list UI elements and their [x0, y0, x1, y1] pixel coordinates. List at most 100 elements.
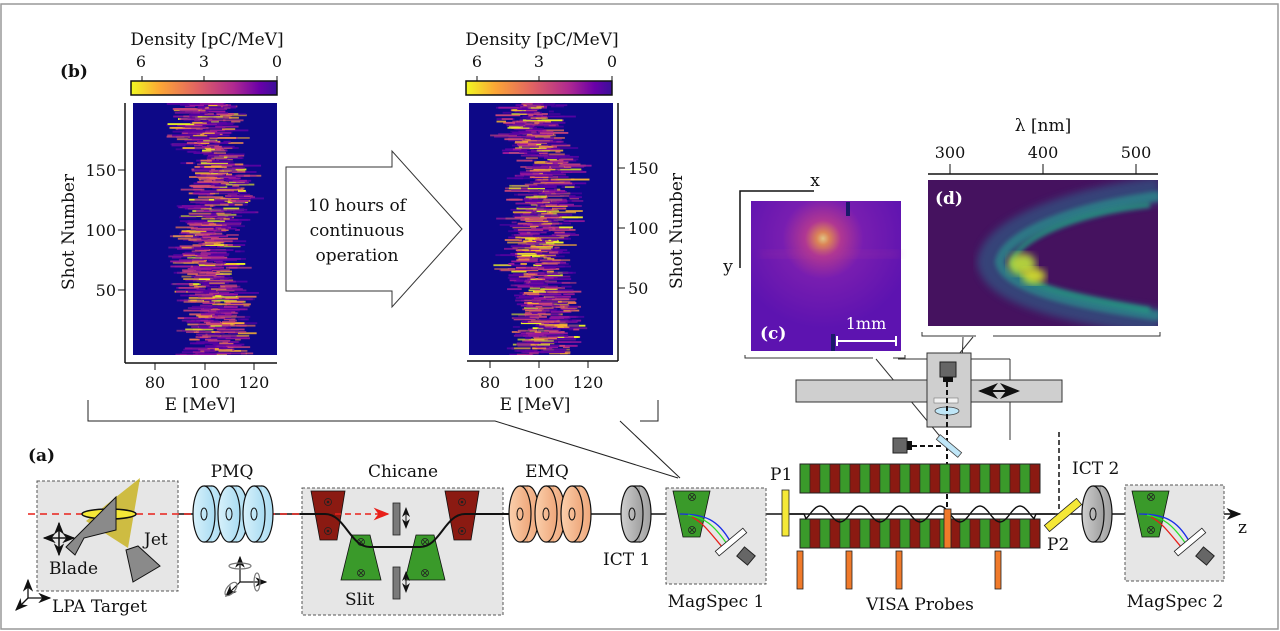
- shot-spectrum-segment: [519, 295, 540, 298]
- mask-mark: [846, 202, 850, 216]
- shot-spectrum-segment: [236, 324, 247, 327]
- shot-spectrum-segment: [235, 229, 240, 231]
- undulator-magnet: [979, 463, 991, 494]
- shot-spectrum-segment: [218, 168, 236, 171]
- heatmap-start: 150 100 50 Shot Number 80 100 120 E [MeV…: [59, 103, 277, 415]
- shot-spectrum-segment: [203, 283, 224, 286]
- shot-spectrum-segment: [527, 283, 549, 286]
- shot-spectrum-segment: [241, 352, 254, 355]
- shot-spectrum-segment: [186, 226, 198, 229]
- shot-spectrum-segment: [540, 303, 569, 306]
- shot-spectrum-segment: [219, 308, 248, 311]
- shot-spectrum-segment: [228, 319, 237, 322]
- shot-spectrum-segment: [525, 206, 531, 209]
- colorbar-gradient: [130, 80, 278, 96]
- shot-spectrum-segment: [525, 129, 547, 132]
- shot-spectrum-segment: [519, 172, 540, 175]
- shot-spectrum-segment: [542, 226, 555, 229]
- shot-spectrum-segment: [532, 172, 548, 175]
- shot-spectrum-segment: [563, 220, 585, 223]
- shot-spectrum-segment: [555, 203, 574, 206]
- shot-spectrum-segment: [541, 153, 550, 156]
- shot-spectrum-segment: [200, 319, 209, 322]
- shot-spectrum-segment: [199, 314, 212, 317]
- pmq-magnet: [242, 485, 274, 543]
- shot-spectrum-segment: [208, 259, 237, 262]
- shot-spectrum-segment: [211, 299, 237, 302]
- shot-spectrum-segment: [508, 135, 538, 138]
- shot-spectrum-segment: [528, 130, 537, 133]
- y-tick-label: 150: [85, 161, 116, 180]
- undulator-magnet: [799, 463, 811, 494]
- shot-spectrum-segment: [187, 307, 212, 309]
- shot-spectrum-segment: [224, 223, 241, 226]
- shot-spectrum-segment: [223, 331, 247, 333]
- shot-spectrum-segment: [220, 309, 234, 312]
- shot-spectrum-segment: [520, 125, 535, 128]
- shot-spectrum-segment: [225, 285, 241, 288]
- shot-spectrum-segment: [514, 216, 539, 219]
- shot-spectrum-segment: [183, 348, 208, 351]
- shot-spectrum-segment: [179, 232, 194, 235]
- shot-spectrum-segment: [189, 104, 204, 107]
- shot-spectrum-segment: [524, 279, 549, 282]
- shot-spectrum-segment: [506, 347, 515, 350]
- shot-spectrum-segment: [532, 124, 559, 127]
- colorbar-tick: 6: [136, 52, 146, 71]
- shot-spectrum-segment: [548, 226, 565, 229]
- emq-magnet: [508, 485, 540, 543]
- shot-spectrum-segment: [225, 266, 252, 269]
- shot-spectrum-segment: [203, 179, 212, 182]
- shot-spectrum-segment: [512, 131, 539, 134]
- shot-spectrum-segment: [555, 192, 582, 195]
- shot-spectrum-segment: [540, 342, 555, 345]
- shot-spectrum-segment: [533, 182, 554, 185]
- pmq-magnet: [192, 485, 224, 543]
- shot-spectrum-segment: [542, 137, 554, 139]
- slit-label: Slit: [345, 590, 375, 610]
- shot-spectrum-segment: [519, 150, 543, 153]
- shot-spectrum-segment: [529, 176, 558, 178]
- shot-spectrum-segment: [211, 129, 225, 132]
- shot-spectrum-segment: [498, 106, 522, 109]
- shot-spectrum-segment: [225, 173, 233, 176]
- shot-spectrum-segment: [532, 290, 547, 293]
- shot-spectrum-segment: [221, 225, 245, 228]
- shot-spectrum-segment: [182, 269, 202, 272]
- shot-spectrum-segment: [520, 213, 546, 216]
- shot-spectrum-segment: [545, 213, 567, 216]
- magspec2-label: MagSpec 2: [1127, 592, 1224, 612]
- shot-spectrum-segment: [211, 157, 233, 160]
- shot-spectrum-segment: [211, 212, 218, 215]
- shot-spectrum-segment: [538, 130, 554, 133]
- shot-spectrum-segment: [189, 221, 214, 224]
- shot-spectrum-segment: [521, 217, 547, 220]
- shot-spectrum-segment: [531, 215, 560, 217]
- shot-spectrum-segment: [212, 187, 220, 190]
- shot-spectrum-segment: [561, 166, 585, 168]
- shot-spectrum-segment: [524, 270, 531, 273]
- jet-nozzle: [125, 545, 161, 583]
- x-axis-label: E [MeV]: [500, 395, 571, 415]
- shot-spectrum-segment: [524, 313, 551, 316]
- colorbar-title: Density [pC/MeV]: [130, 30, 283, 50]
- shot-spectrum-segment: [220, 210, 232, 212]
- shot-spectrum-segment: [213, 260, 223, 263]
- shot-spectrum-segment: [215, 280, 236, 283]
- shot-spectrum-segment: [525, 220, 552, 223]
- shot-spectrum-segment: [514, 294, 525, 297]
- shot-spectrum-segment: [548, 154, 570, 157]
- shot-spectrum-segment: [529, 225, 539, 228]
- shot-spectrum-segment: [238, 189, 246, 192]
- shot-spectrum-segment: [202, 200, 225, 202]
- shot-spectrum-segment: [228, 341, 240, 343]
- current-transformer: [620, 485, 652, 543]
- shot-spectrum-segment: [536, 105, 544, 108]
- shot-spectrum-segment: [203, 221, 210, 224]
- shot-spectrum-segment: [234, 343, 245, 346]
- shot-spectrum-segment: [206, 293, 234, 296]
- shot-spectrum-segment: [541, 133, 554, 136]
- shot-spectrum-segment: [549, 337, 577, 340]
- undulator-magnet: [949, 518, 961, 549]
- shot-spectrum-segment: [183, 278, 210, 280]
